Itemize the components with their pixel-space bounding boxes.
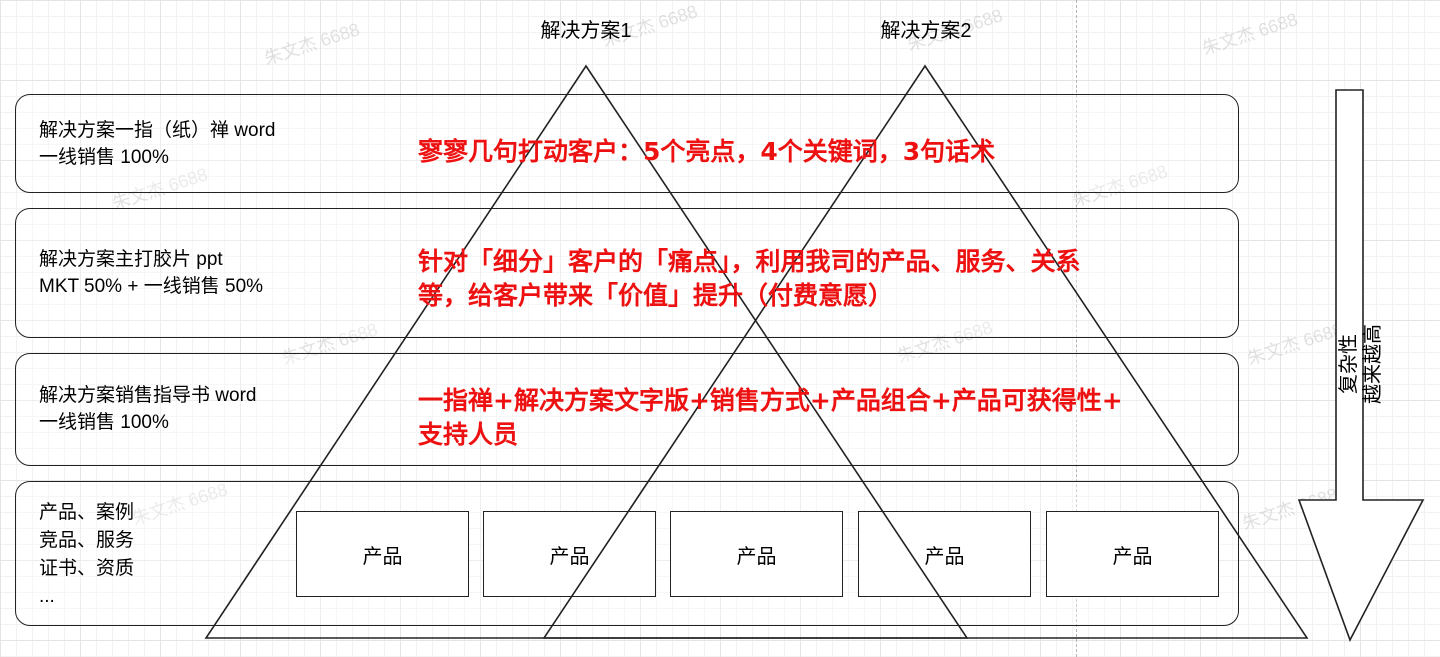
product-box: 产品 <box>1046 511 1219 597</box>
dashed-guide-line <box>1076 0 1077 657</box>
layer-4-label: 产品、案例 竞品、服务 证书、资质 ... <box>39 502 135 607</box>
layer-1-description: 寥寥几句打动客户：5个亮点，4个关键词，3句话术 <box>418 137 996 166</box>
layer-one-finger-zen <box>15 94 1239 193</box>
layer-3-label: 解决方案销售指导书 word 一线销售 100% <box>39 385 257 433</box>
product-box: 产品 <box>296 511 469 597</box>
product-box: 产品 <box>670 511 843 597</box>
product-box: 产品 <box>858 511 1031 597</box>
solution1-title: 解决方案1 <box>540 20 632 42</box>
solution2-triangle <box>542 64 1309 639</box>
layer-sales-guide <box>15 353 1239 466</box>
layer-2-label: 解决方案主打胶片 ppt MKT 50% + 一线销售 50% <box>39 249 264 297</box>
complexity-label: 复杂性 越来越高 <box>1338 324 1384 404</box>
complexity-arrow <box>1297 89 1425 642</box>
layer-3-description: 一指禅+解决方案文字版+销售方式+产品组合+产品可获得性+ 支持人员 <box>418 386 1123 449</box>
product-box: 产品 <box>483 511 656 597</box>
solution2-title: 解决方案2 <box>880 20 972 42</box>
layer-2-description: 针对「细分」客户的「痛点」，利用我司的产品、服务、关系 等，给客户带来「价值」提… <box>418 247 1081 310</box>
layer-1-label: 解决方案一指（纸）禅 word 一线销售 100% <box>39 120 276 168</box>
